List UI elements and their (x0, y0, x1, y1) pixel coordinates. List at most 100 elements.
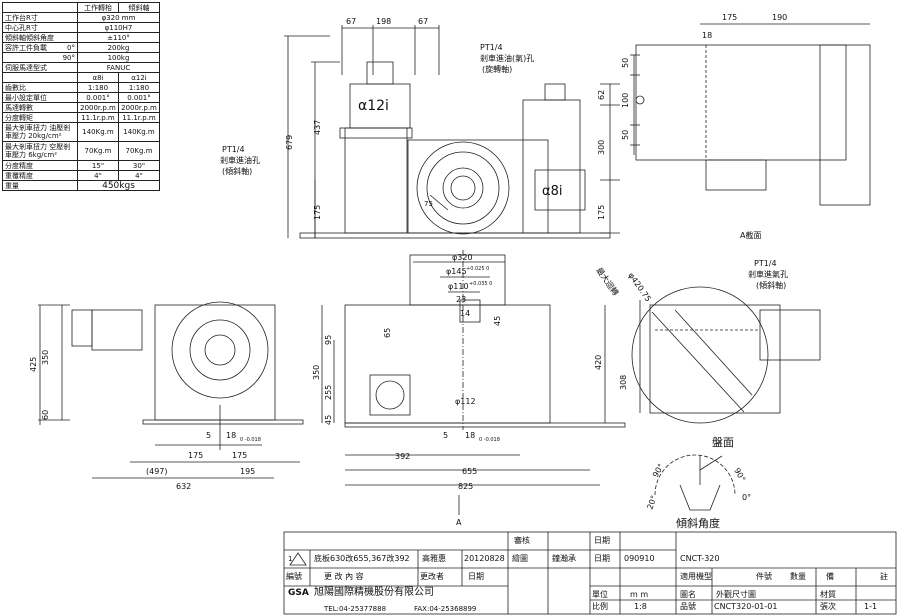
note-a-1: PT1/4 (480, 43, 503, 52)
motor-b-body (534, 169, 586, 211)
dim-w45: 45 (493, 316, 502, 326)
qty-label: 數量 (790, 572, 806, 581)
rotary-table-outline (416, 141, 510, 235)
radius-75: 75 (424, 200, 433, 208)
dwg-no-value: CNCT320-01-01 (714, 602, 778, 611)
col-changer: 更改者 (420, 572, 444, 581)
col-no: 編號 (286, 572, 302, 581)
tilt-angle-diagram (654, 454, 736, 511)
front-view-bottom (321, 250, 626, 515)
unit-value: m m (630, 590, 649, 599)
revision-triangle (289, 552, 307, 566)
company-fax: FAX:04-25368899 (414, 605, 477, 613)
swing-circle (631, 286, 769, 424)
top-view-section-a (630, 23, 871, 206)
rev-date: 20120828 (464, 554, 505, 563)
dim-lv-425: 425 (29, 357, 38, 372)
front-body (344, 304, 551, 424)
dim-tv-190: 190 (772, 13, 787, 22)
front-view-top (284, 25, 620, 239)
scale-value: 1:8 (634, 602, 647, 611)
dim-lv-350: 350 (41, 350, 50, 365)
dim-fv-18-tol: 0 -0.018 (479, 437, 500, 443)
dim-lv-18-tol: 0 -0.018 (240, 437, 261, 443)
dim-lv-632: 632 (176, 482, 191, 491)
dwg-no-label: 品號 (680, 602, 696, 611)
section-a-label: A截面 (740, 230, 761, 240)
rev-by: 高雅惠 (422, 554, 446, 563)
dim-h95: 95 (324, 335, 333, 345)
dim-w23: 23 (456, 295, 466, 304)
material-label: 材質 (820, 590, 836, 599)
part-no-label: 件號 (756, 572, 772, 581)
dim-d320: φ320 (452, 253, 473, 262)
dim-tv-50b: 50 (621, 130, 630, 140)
dim-h350: 350 (312, 365, 321, 380)
tilt-angle-label: 傾斜角度 (676, 516, 720, 530)
tilt-90b: 90° (732, 467, 747, 484)
dim-175r: 175 (597, 205, 606, 220)
rev-mark: 1 (288, 555, 293, 563)
unit-label: 單位 (592, 590, 608, 599)
dim-h255: 255 (324, 385, 333, 400)
spec-sub: 90° (62, 53, 75, 62)
dim-175: 175 (313, 205, 322, 220)
dim-h420: 420 (594, 355, 603, 370)
name-value: 外觀尺寸圖 (716, 590, 756, 599)
tilt-0: 0° (742, 493, 751, 502)
note-label: 註 (880, 572, 888, 581)
date-label: 日期 (594, 554, 610, 563)
side-view-left (38, 301, 304, 479)
dim-lv-175a: 175 (188, 451, 203, 460)
dim-fv-655: 655 (462, 467, 477, 476)
title-block: 1 底板630改655,367改392 高雅惠 20120828 編號 更 改 … (284, 532, 896, 614)
col-change: 更 改 內 容 (324, 572, 364, 581)
motor-b-label: α8i (542, 184, 562, 199)
sheet-value: 1-1 (864, 602, 878, 611)
dim-d112: φ112 (455, 397, 476, 406)
motor-a-label: α12i (358, 98, 389, 114)
date-value: 090910 (624, 554, 655, 563)
dim-67a: 67 (346, 17, 356, 26)
drawer-name: 鐘瀚承 (552, 554, 576, 563)
dim-lv-5: 5 (206, 431, 211, 440)
note-a-2: 剎車進油(氣)孔 (480, 53, 534, 63)
company-tel: TEL:04-25377888 (324, 605, 387, 613)
dim-tv-18: 18 (702, 31, 712, 40)
sheet-label: 張次 (820, 602, 836, 611)
dim-lv-175b: 175 (232, 451, 247, 460)
dim-198: 198 (376, 17, 391, 26)
side-motor-box (91, 309, 143, 351)
side-view-right (631, 286, 821, 424)
dim-67b: 67 (418, 17, 428, 26)
dim-lv-497: (497) (146, 467, 168, 476)
dim-62: 62 (597, 90, 606, 100)
model-label: 適用機型 (680, 572, 712, 581)
review-label: 審核 (514, 536, 530, 545)
tilt-table-label: 盤面 (712, 436, 734, 449)
note-b-1: PT1/4 (222, 145, 245, 154)
dim-fv-18: 18 (465, 431, 475, 440)
dim-lv-18: 18 (226, 431, 236, 440)
note-c-2: 剎車進氣孔 (748, 269, 788, 279)
dim-tv-50a: 50 (621, 58, 630, 68)
dim-rv-308: 308 (619, 375, 628, 390)
dim-fv-392: 392 (395, 452, 410, 461)
dim-w14: 14 (460, 309, 470, 318)
dim-437: 437 (313, 120, 322, 135)
max-swing-label: 最大迴轉 (594, 265, 621, 297)
dim-d145: φ145 (446, 267, 467, 276)
company-name: 旭陽國際精機股份有限公司 (314, 587, 434, 598)
note-b-2: 剎車進油孔 (220, 155, 260, 165)
spec-label-text: 容許工件負載 (5, 43, 47, 52)
dim-d145-tol: +0.025 0 (466, 266, 489, 272)
spec-sub: 0° (67, 43, 75, 52)
note-b-3: (傾斜軸) (222, 166, 252, 176)
dim-tv-100: 100 (621, 93, 630, 108)
dim-w65: 65 (383, 328, 392, 338)
dim-300: 300 (597, 140, 606, 155)
remark-label: 備 (826, 572, 834, 581)
